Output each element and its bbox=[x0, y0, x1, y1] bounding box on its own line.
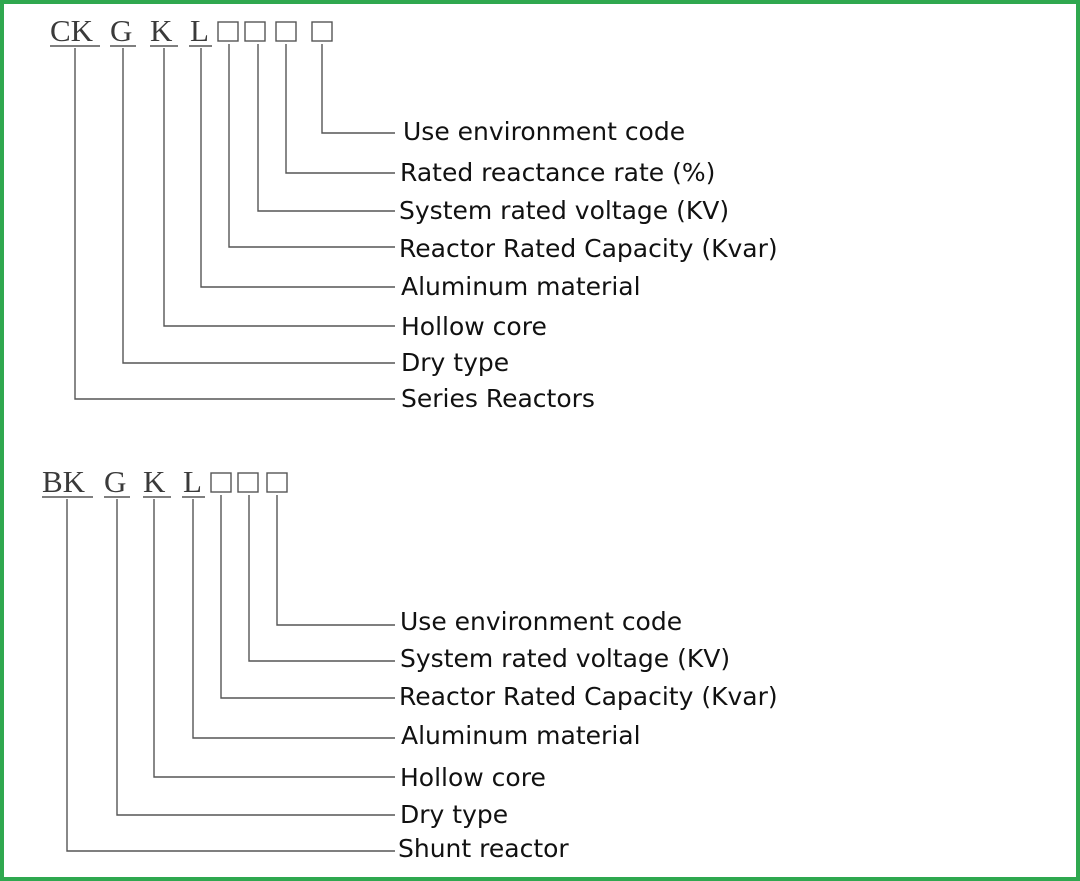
code-letter-l: L bbox=[190, 13, 209, 48]
code-letter-k: K bbox=[150, 13, 173, 48]
connector-line bbox=[200, 48, 395, 288]
connector-line bbox=[257, 44, 395, 212]
connector-line bbox=[74, 48, 395, 400]
code-letter-g: G bbox=[110, 13, 132, 48]
label-reactor-rated-capacity: Reactor Rated Capacity (Kvar) bbox=[399, 682, 778, 711]
connector-line bbox=[192, 499, 395, 739]
connector-line bbox=[248, 495, 395, 662]
code-letter-g: G bbox=[104, 464, 126, 499]
label-shunt-reactor: Shunt reactor bbox=[398, 834, 569, 863]
label-dry-type: Dry type bbox=[400, 800, 508, 829]
connector-line bbox=[116, 499, 395, 816]
connector-line bbox=[220, 495, 395, 699]
label-system-rated-voltage: System rated voltage (KV) bbox=[400, 644, 730, 673]
placeholder-box bbox=[244, 21, 266, 42]
code-prefix-ck: CK bbox=[50, 13, 94, 48]
label-hollow-core: Hollow core bbox=[400, 763, 546, 792]
placeholder-box bbox=[237, 472, 259, 493]
label-reactor-rated-capacity: Reactor Rated Capacity (Kvar) bbox=[399, 234, 778, 263]
code-prefix-bk: BK bbox=[42, 464, 86, 499]
code-letter-k: K bbox=[143, 464, 166, 499]
connector-line bbox=[285, 44, 395, 174]
placeholder-box bbox=[275, 21, 297, 42]
connector-line bbox=[163, 48, 395, 327]
label-dry-type: Dry type bbox=[401, 348, 509, 377]
connector-line bbox=[153, 499, 395, 778]
placeholder-box bbox=[217, 21, 239, 42]
model-code-diagrams: CK G K L Use environment code bbox=[42, 13, 778, 863]
label-series-reactors: Series Reactors bbox=[401, 384, 595, 413]
placeholder-box bbox=[311, 21, 333, 42]
label-rated-reactance-rate: Rated reactance rate (%) bbox=[400, 158, 715, 187]
connector-line bbox=[321, 44, 395, 134]
connector-line bbox=[122, 48, 395, 364]
placeholder-box bbox=[266, 472, 288, 493]
shunt-reactor-diagram: BK G K L Use environment code System rat… bbox=[42, 464, 778, 863]
connector-line bbox=[228, 44, 395, 248]
series-reactor-diagram: CK G K L Use environment code bbox=[50, 13, 778, 413]
placeholder-box bbox=[210, 472, 232, 493]
code-letter-l: L bbox=[183, 464, 202, 499]
connector-line bbox=[276, 495, 395, 626]
label-hollow-core: Hollow core bbox=[401, 312, 547, 341]
label-aluminum-material: Aluminum material bbox=[401, 721, 641, 750]
label-aluminum-material: Aluminum material bbox=[401, 272, 641, 301]
label-use-environment-code: Use environment code bbox=[403, 117, 685, 146]
label-system-rated-voltage: System rated voltage (KV) bbox=[399, 196, 729, 225]
connector-line bbox=[66, 499, 395, 852]
label-use-environment-code: Use environment code bbox=[400, 607, 682, 636]
